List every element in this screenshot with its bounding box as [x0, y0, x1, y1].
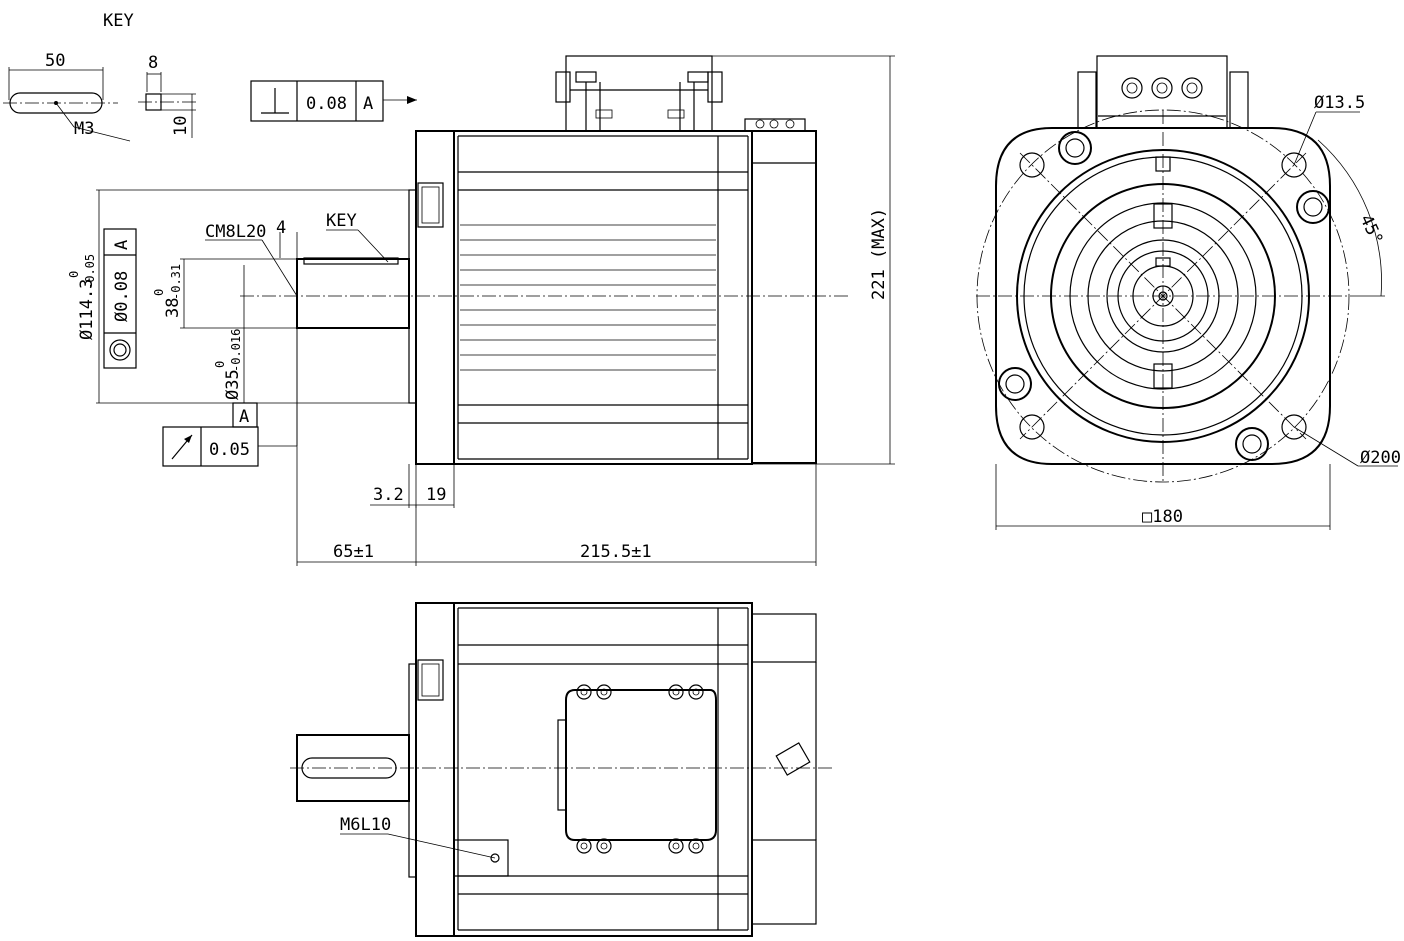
key-height-dim: 10	[171, 116, 191, 136]
key-detail: KEY 50 M3 8 10	[3, 11, 196, 142]
square-flange	[995, 127, 1331, 465]
end-view: Ø13.5 45° Ø200 □180	[976, 55, 1401, 530]
flange	[415, 130, 455, 465]
angle-label: 45°	[1355, 212, 1386, 248]
key-thread-label: M3	[74, 119, 94, 139]
connector-bracket	[565, 55, 713, 132]
max-height-dim: 221 (MAX)	[869, 208, 889, 300]
flange-gap-dim: 3.2	[373, 485, 404, 505]
perp-datum: A	[363, 94, 373, 114]
perp-tolerance: 0.08	[306, 94, 347, 114]
shaft-upper-tol: 0	[213, 361, 227, 368]
conc-tolerance: Ø0.08	[112, 271, 132, 322]
key-title: KEY	[103, 11, 134, 31]
key-depth-lower: -0.31	[169, 264, 183, 300]
hole-dia-label: Ø13.5	[1314, 93, 1365, 113]
terminal-box	[565, 689, 717, 841]
shaft	[296, 258, 410, 329]
square-label: □180	[1142, 507, 1183, 527]
pilot-dia-dim: Ø114.3	[77, 279, 97, 340]
shaft-length-dim: 65±1	[333, 542, 374, 562]
flange-thk-dim: 19	[426, 485, 446, 505]
shaft-key	[303, 257, 399, 265]
key-depth-upper: 0	[152, 289, 166, 296]
key-depth-dim: 38	[163, 298, 183, 318]
key-length-dim: 50	[45, 51, 65, 71]
shaft-dia-dim: Ø35	[223, 369, 243, 400]
pilot-upper-tol: 0	[67, 271, 81, 278]
key-width-dim: 8	[148, 53, 158, 73]
pcd-label: Ø200	[1360, 448, 1401, 468]
top-view: M6L10	[290, 602, 834, 937]
bolt-top-left	[1058, 131, 1092, 165]
mount-hole-tr	[1281, 152, 1307, 178]
mount-hole-bl	[1019, 414, 1045, 440]
pilot-lower-tol: -0.05	[83, 254, 97, 290]
shaft-lower-tol: -0.016	[229, 329, 243, 372]
side-view-dimensions: CM8L20 4 KEY Ø114.3 0 -0.05 A Ø0.08 38 0…	[67, 55, 895, 566]
runout-tolerance: 0.05	[209, 440, 250, 460]
mount-hole-br	[1281, 414, 1307, 440]
perpendicularity-frame: 0.08 A	[250, 80, 417, 122]
side-view	[240, 55, 848, 465]
body-length-dim: 215.5±1	[580, 542, 652, 562]
datum-a: A	[239, 407, 249, 427]
motor-body	[453, 130, 753, 465]
key-label: KEY	[326, 211, 357, 231]
center-hole-label: CM8L20	[205, 222, 266, 242]
conc-datum: A	[112, 240, 132, 250]
mount-hole-tl	[1019, 152, 1045, 178]
key-offset-dim: 4	[276, 218, 286, 238]
thread-hole-label: M6L10	[340, 815, 391, 835]
encoder-cover	[751, 130, 817, 464]
